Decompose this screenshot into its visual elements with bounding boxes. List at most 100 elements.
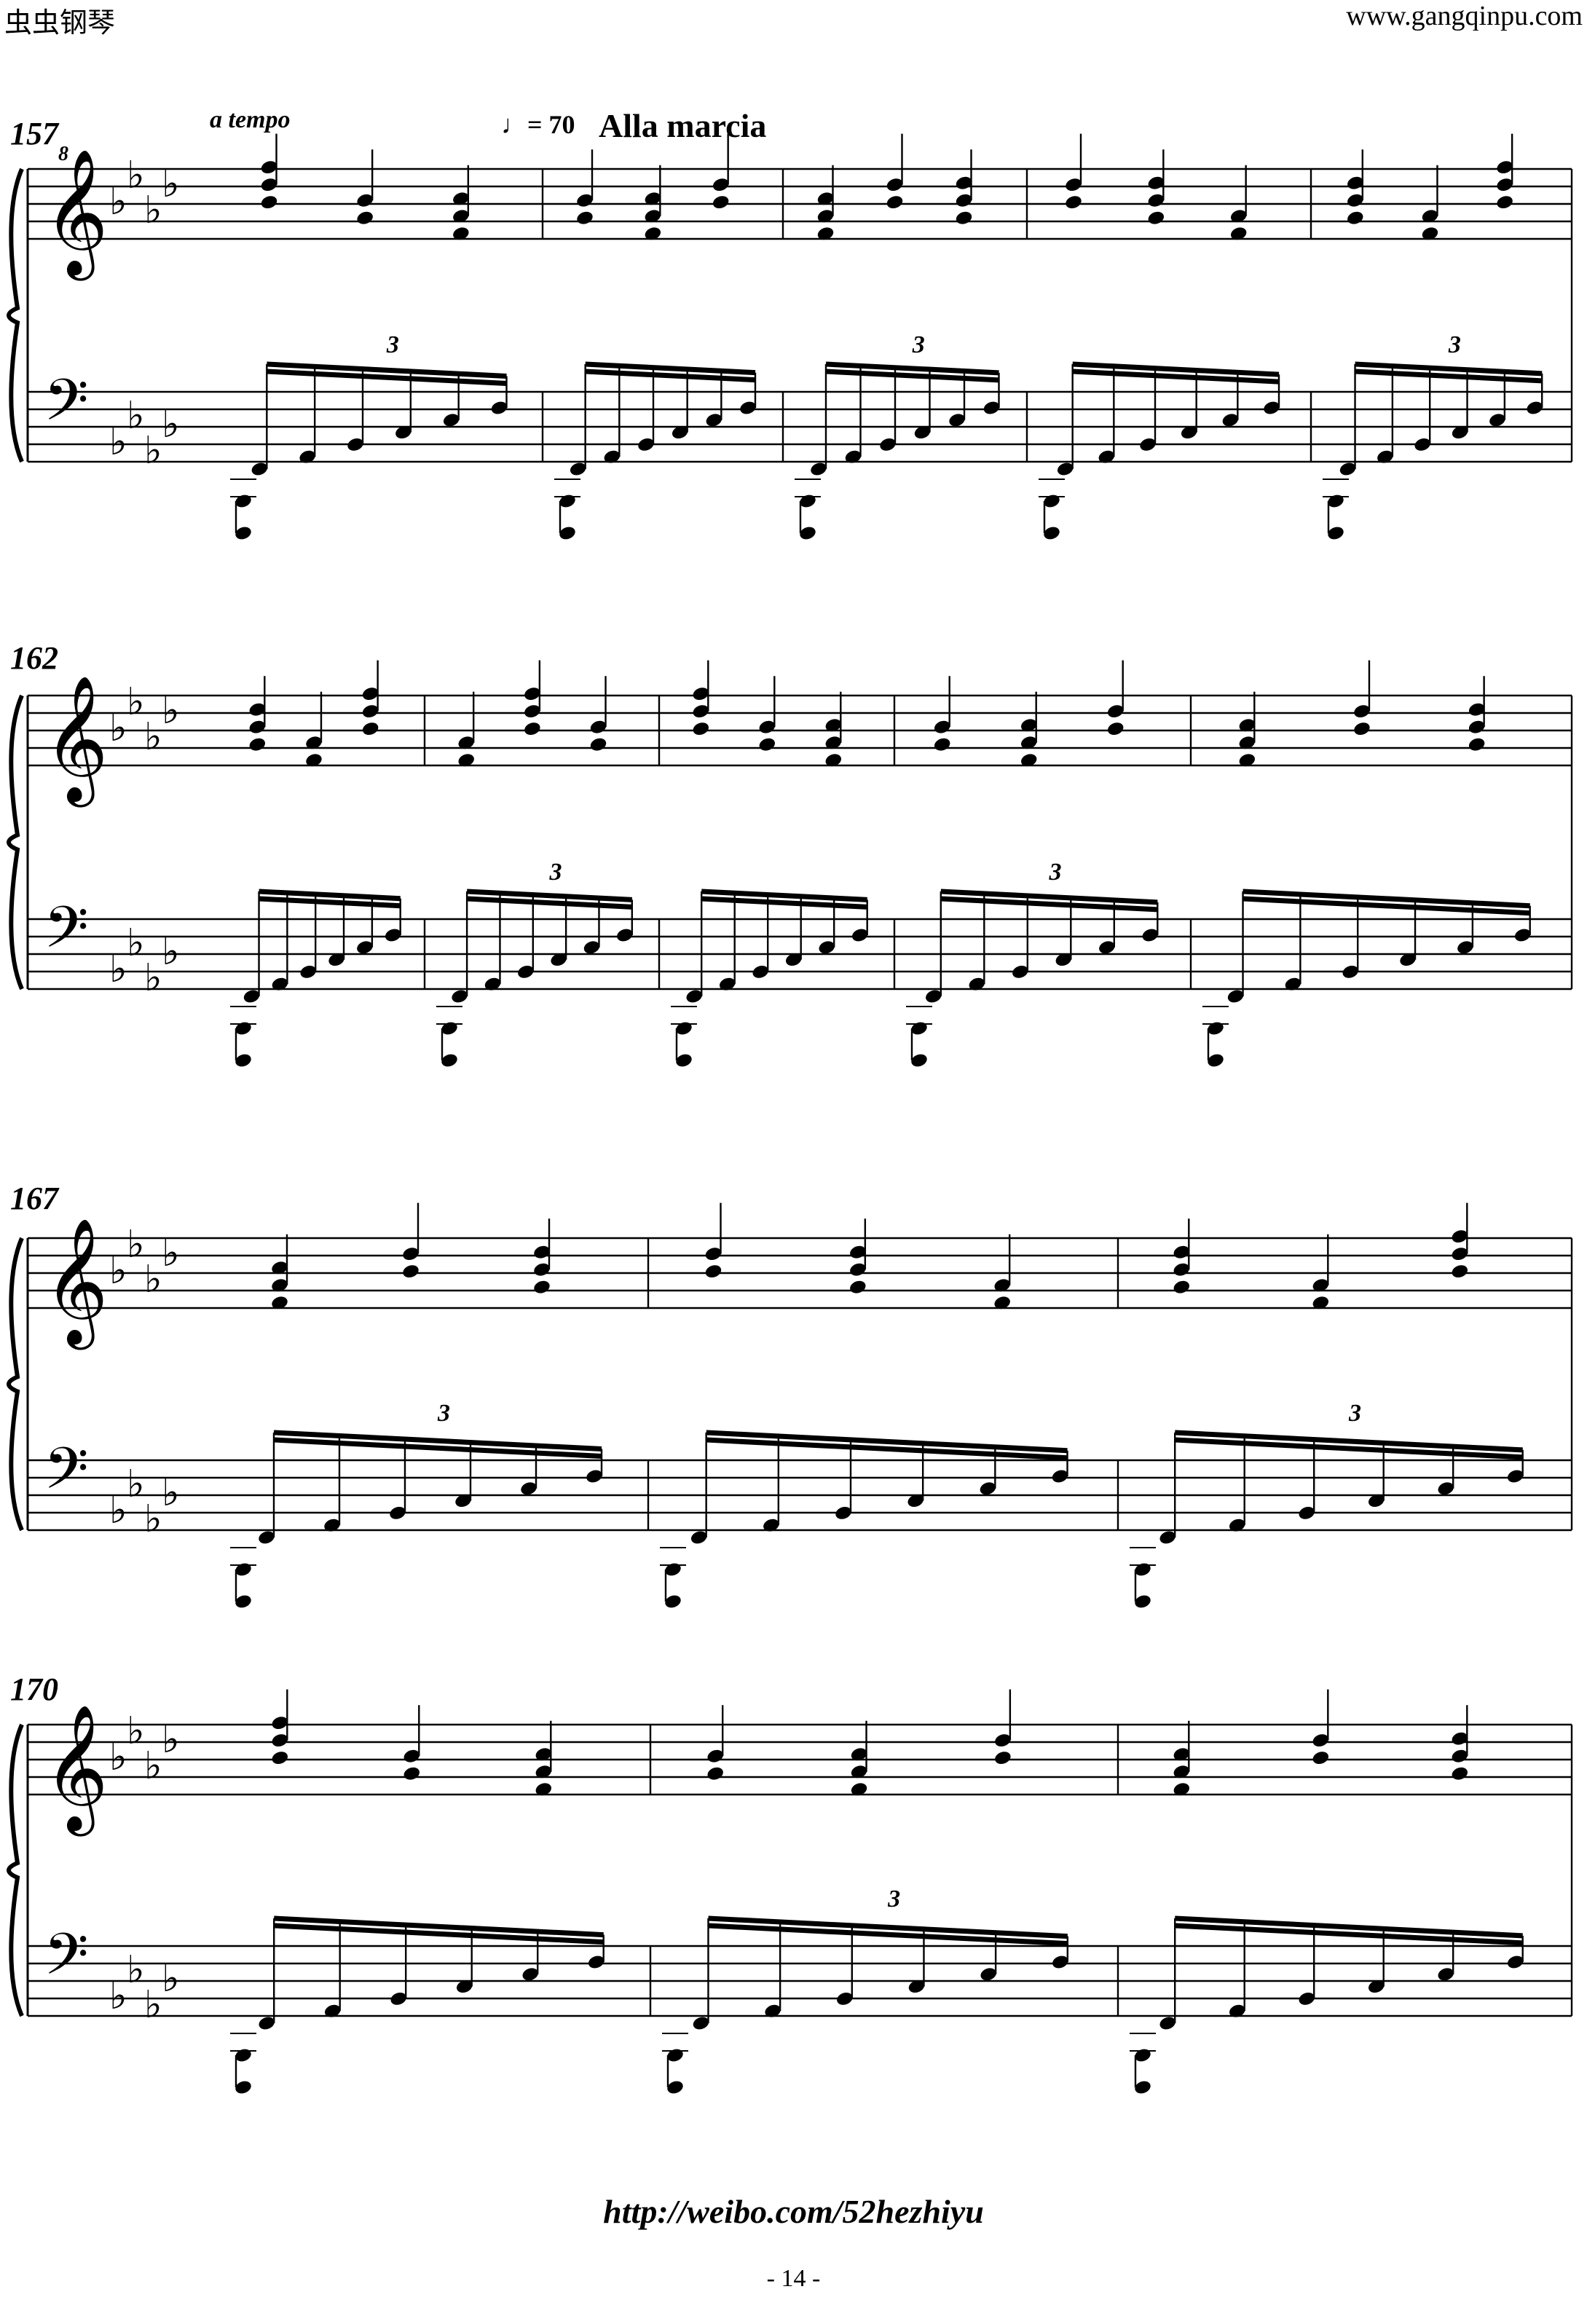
flat-icon: ♭ <box>127 1462 145 1506</box>
tempo-text: a tempo <box>210 106 291 133</box>
flat-icon: ♭ <box>162 1957 180 2001</box>
note-head <box>811 462 827 476</box>
note-head <box>845 450 862 463</box>
note-head <box>693 2017 709 2030</box>
site-url: www.gangqinpu.com <box>1346 1 1583 31</box>
note-head <box>1497 196 1513 209</box>
note-head <box>452 990 468 1003</box>
beam <box>259 896 401 909</box>
note-head <box>235 1054 251 1067</box>
note-head <box>1438 1482 1454 1495</box>
note-head <box>800 495 816 508</box>
note-head <box>665 1595 681 1608</box>
note-head <box>1414 438 1430 451</box>
note-head <box>385 929 401 942</box>
note-head <box>559 527 575 540</box>
note-head <box>1264 401 1280 414</box>
footer-link[interactable]: http://weibo.com/52hezhiyu <box>603 2193 984 2230</box>
note-head <box>1173 1783 1189 1796</box>
note-head <box>825 754 841 767</box>
beam <box>701 896 867 910</box>
note-head <box>1285 977 1302 990</box>
note-head <box>1012 965 1028 978</box>
note-head <box>1173 1280 1189 1293</box>
beam <box>1072 369 1280 385</box>
beam <box>273 1430 602 1451</box>
note-head <box>259 2017 275 2030</box>
tuplet-label: 3 <box>1049 859 1062 886</box>
note-head <box>1312 1752 1328 1765</box>
note-head <box>617 929 633 942</box>
note-head <box>1489 414 1505 427</box>
note-head <box>357 194 373 207</box>
flat-icon: ♭ <box>162 1718 180 1762</box>
note-head <box>819 941 835 954</box>
note-head <box>995 1734 1011 1747</box>
note-head <box>1135 1563 1151 1576</box>
note-head <box>1142 929 1158 942</box>
brace <box>7 694 24 990</box>
note-head <box>720 977 736 990</box>
note-head <box>645 192 661 205</box>
note-head <box>455 1494 471 1508</box>
note-head <box>1021 754 1037 767</box>
note-head <box>1099 941 1115 954</box>
note-head <box>994 1296 1010 1309</box>
tuplet-label: 3 <box>887 1886 900 1913</box>
beam <box>1243 889 1530 909</box>
note-head <box>1021 736 1037 749</box>
note-head <box>1347 211 1363 224</box>
tuplet-label: 3 <box>386 331 399 358</box>
note-head <box>686 990 702 1003</box>
note-head <box>458 754 474 767</box>
note-head <box>1347 176 1363 189</box>
note-head <box>1066 196 1082 209</box>
note-head <box>1339 462 1356 476</box>
note-head <box>272 1752 288 1765</box>
note-head <box>1057 462 1074 476</box>
note-head <box>521 1482 537 1495</box>
flat-icon: ♭ <box>144 715 162 759</box>
note-head <box>1173 1263 1189 1276</box>
beam <box>259 889 401 902</box>
beam <box>273 1437 602 1459</box>
note-head <box>759 720 775 733</box>
note-head <box>1312 1279 1328 1292</box>
note-head <box>534 1280 550 1293</box>
note-head <box>590 738 607 751</box>
note-head <box>850 1263 866 1276</box>
note-head <box>1148 211 1165 224</box>
note-head <box>272 1734 288 1747</box>
note-head <box>837 1992 853 2005</box>
note-head <box>362 705 379 718</box>
note-head <box>1159 2017 1176 2030</box>
note-head <box>1452 1248 1468 1261</box>
note-head <box>1055 953 1071 966</box>
note-head <box>272 1717 288 1730</box>
note-head <box>453 192 469 205</box>
note-head <box>1299 1992 1315 2005</box>
note-head <box>1468 738 1485 751</box>
note-head <box>588 1955 605 1969</box>
beam <box>1175 1923 1523 1946</box>
note-head <box>759 738 775 751</box>
note-head <box>1066 178 1082 192</box>
note-head <box>693 722 709 736</box>
note-head <box>1108 722 1124 736</box>
note-head <box>1148 176 1165 189</box>
note-head <box>1239 754 1255 767</box>
note-head <box>577 211 593 224</box>
bass-clef-icon: 𝄢 <box>44 894 89 975</box>
beam <box>585 361 756 376</box>
note-head <box>934 738 950 751</box>
note-head <box>1369 1494 1385 1508</box>
note-head <box>851 1765 867 1779</box>
note-head <box>559 495 575 508</box>
note-head <box>1452 1230 1468 1243</box>
measure-number: 167 <box>10 1181 58 1216</box>
note-head <box>638 438 654 451</box>
note-head <box>956 176 972 189</box>
note-head <box>980 1482 996 1495</box>
flat-icon: ♭ <box>109 1489 127 1532</box>
